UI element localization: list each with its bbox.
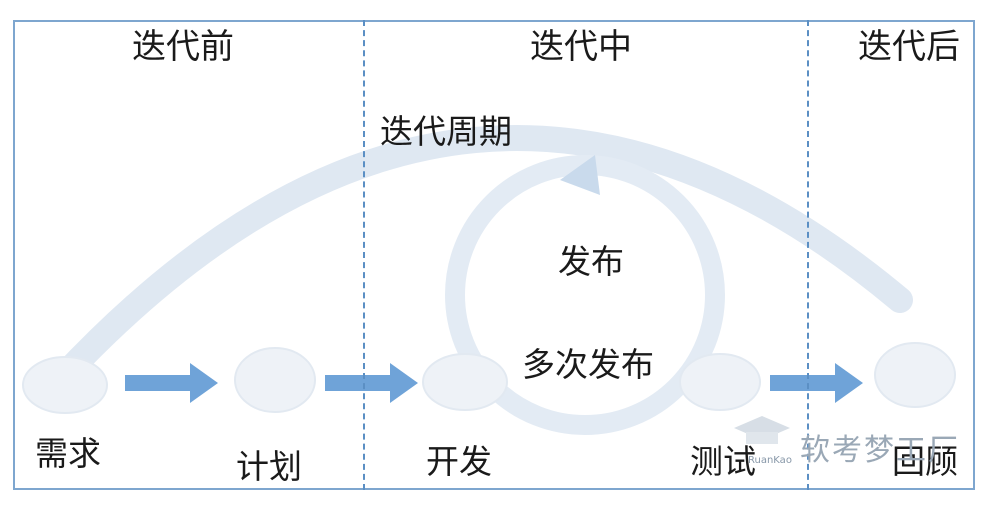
- requirements-icon: [22, 356, 108, 414]
- arrow-test-to-review: [770, 363, 863, 403]
- development-icon: [422, 353, 508, 411]
- phase-during-label: 迭代中: [530, 27, 632, 67]
- watermark-subtext: RuanKao: [748, 455, 792, 466]
- phase-after-label: 迭代后: [858, 27, 960, 67]
- big-arc: [47, 125, 913, 393]
- phase-before-label: 迭代前: [132, 27, 234, 67]
- release-icon: [560, 155, 600, 195]
- diagram-frame: [13, 20, 975, 490]
- step-planning: 计划: [236, 447, 302, 486]
- arrow-req-to-plan: [125, 363, 218, 403]
- planning-icon: [234, 347, 316, 413]
- testing-icon: [679, 353, 761, 411]
- review-icon: [874, 342, 956, 408]
- watermark-logo-icon: [734, 416, 790, 444]
- arrow-plan-to-dev: [325, 363, 418, 403]
- step-review: 回顾: [892, 442, 958, 481]
- step-requirements: 需求: [35, 434, 101, 473]
- divider-before-during: [363, 20, 365, 490]
- iteration-cycle-label: 迭代周期: [380, 112, 512, 151]
- watermark-text: 软考梦工厂: [800, 433, 960, 468]
- step-development: 开发: [426, 442, 492, 481]
- multiple-releases-label: 多次发布: [522, 345, 654, 384]
- step-testing: 测试: [690, 442, 756, 481]
- release-label: 发布: [558, 242, 624, 281]
- divider-during-after: [807, 20, 809, 490]
